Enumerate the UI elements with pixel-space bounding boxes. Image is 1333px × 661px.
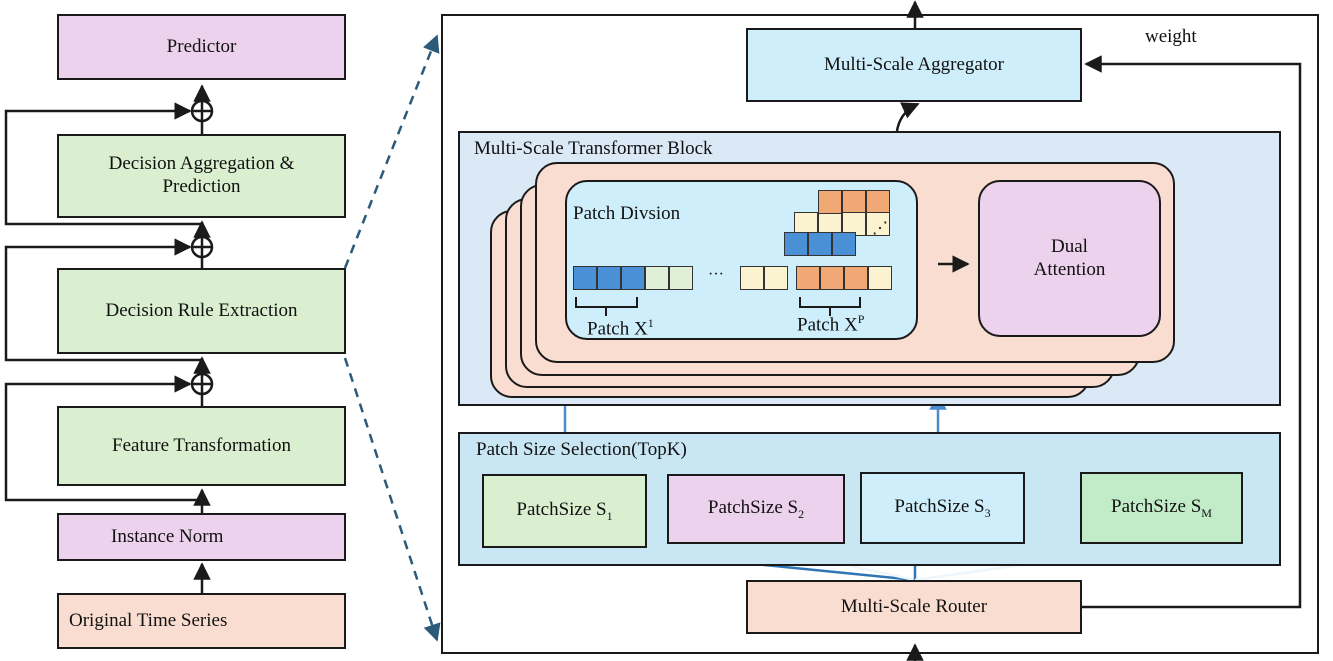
patch-size-s1-label: PatchSize S1 — [516, 498, 613, 523]
dual-attention-box: Dual Attention — [978, 180, 1161, 337]
decision-aggregation-label: Decision Aggregation & Prediction — [108, 153, 295, 197]
patch-cell — [868, 266, 892, 290]
patch-size-selection-title: Patch Size Selection(TopK) — [476, 439, 687, 460]
multi-scale-module-frame — [441, 14, 1319, 654]
patch-division-title: Patch Divsion — [573, 203, 681, 224]
patch-cell — [866, 212, 890, 236]
patch-cell — [818, 190, 842, 214]
row-ellipsis: ··· — [708, 266, 724, 283]
patch-xp-label: Patch XP — [797, 312, 865, 336]
dual-attention-label: Dual Attention — [1033, 235, 1106, 280]
patch-size-s3-label: PatchSize S3 — [894, 495, 991, 520]
patch-cell — [866, 190, 890, 214]
patch-cell — [764, 266, 788, 290]
patch-size-s3-box: PatchSize S3 — [860, 472, 1025, 544]
patch-size-sm-box: PatchSize SM — [1080, 472, 1243, 544]
multi-scale-aggregator-label: Multi-Scale Aggregator — [824, 53, 1004, 75]
instance-norm-box: Instance Norm — [57, 513, 346, 561]
patch-cell — [832, 232, 856, 256]
patch-size-s2-label: PatchSize S2 — [707, 496, 805, 521]
patch-cell — [621, 266, 645, 290]
original-time-series-box: Original Time Series — [57, 593, 346, 649]
patch-cell — [669, 266, 693, 290]
decision-rule-extraction-label: Decision Rule Extraction — [105, 299, 298, 321]
multi-scale-router-label: Multi-Scale Router — [840, 595, 988, 617]
patch-cell — [645, 266, 669, 290]
patch-size-s2-box: PatchSize S2 — [667, 474, 845, 544]
patch-x1-label: Patch X1 — [587, 316, 654, 340]
stack-ellipsis: ⋰ — [872, 220, 888, 237]
predictor-box: Predictor — [57, 14, 346, 80]
patch-cell — [796, 266, 820, 290]
patch-cell — [597, 266, 621, 290]
weight-label: weight — [1145, 26, 1197, 47]
feature-transformation-box: Feature Transformation — [57, 406, 346, 486]
patch-size-s1-box: PatchSize S1 — [482, 474, 647, 548]
instance-norm-label: Instance Norm — [111, 525, 224, 547]
patch-cell — [784, 232, 808, 256]
patch-size-sm-label: PatchSize SM — [1111, 495, 1212, 520]
transformer-block-title: Multi-Scale Transformer Block — [474, 138, 713, 159]
patch-cell — [740, 266, 764, 290]
original-time-series-label: Original Time Series — [69, 609, 228, 631]
multi-scale-aggregator-box: Multi-Scale Aggregator — [746, 28, 1082, 102]
patch-cell — [808, 232, 832, 256]
multi-scale-router-box: Multi-Scale Router — [746, 580, 1082, 634]
decision-rule-extraction-box: Decision Rule Extraction — [57, 268, 346, 354]
patch-cell — [844, 266, 868, 290]
patch-cell — [842, 190, 866, 214]
feature-transformation-label: Feature Transformation — [112, 434, 291, 456]
patch-cell — [573, 266, 597, 290]
decision-aggregation-box: Decision Aggregation & Prediction — [57, 134, 346, 218]
patch-cell — [820, 266, 844, 290]
predictor-label: Predictor — [166, 35, 237, 57]
